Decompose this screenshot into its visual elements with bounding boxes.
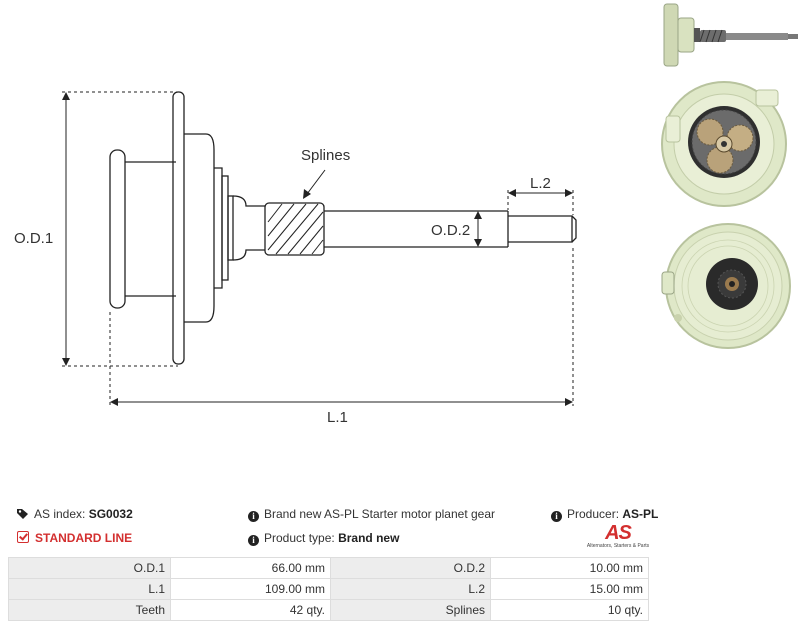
l1-label: L.1	[327, 409, 348, 426]
spec-key: Teeth	[8, 599, 171, 621]
od2-label: O.D.2	[431, 222, 470, 239]
gear-face-image	[661, 81, 787, 207]
spec-key: L.1	[8, 578, 171, 600]
table-row: Teeth 42 qty. Splines 10 qty.	[8, 599, 649, 621]
as-index-row: AS index: SG0032	[17, 507, 133, 521]
spec-value: 10.00 mm	[490, 557, 649, 579]
check-icon	[17, 531, 29, 543]
spec-key: Splines	[330, 599, 491, 621]
spec-value: 42 qty.	[170, 599, 331, 621]
product-type-row: i Product type: Brand new	[248, 531, 399, 546]
rear-face-image	[661, 223, 791, 349]
info-icon: i	[551, 511, 562, 522]
rear-face-photo[interactable]	[658, 218, 800, 354]
gear-face-photo[interactable]	[658, 76, 800, 216]
as-pl-logo: AS Alternators, Starters & Parts	[586, 523, 650, 553]
product-type-value: Brand new	[338, 531, 400, 545]
spec-value: 10 qty.	[490, 599, 649, 621]
spec-key: L.2	[330, 578, 491, 600]
as-index-value: SG0032	[88, 507, 133, 521]
standard-line-row: STANDARD LINE	[17, 531, 132, 545]
product-description: Brand new AS-PL Starter motor planet gea…	[264, 507, 496, 521]
tag-icon	[17, 509, 28, 519]
spline-hatching	[267, 203, 324, 255]
producer-row: i Producer: AS-PL	[551, 507, 658, 522]
spec-value: 109.00 mm	[170, 578, 331, 600]
technical-drawing: O.D.1 O.D.2 L.1 L.2 Splines	[14, 91, 577, 426]
side-view-image	[663, 3, 798, 67]
product-type-label: Product type:	[264, 531, 335, 545]
producer-label: Producer:	[567, 507, 620, 521]
splines-label: Splines	[301, 147, 350, 164]
spec-value: 15.00 mm	[490, 578, 649, 600]
l2-label: L.2	[530, 175, 551, 192]
info-icon: i	[248, 511, 259, 522]
dimension-arrows	[62, 92, 573, 406]
dimension-lines	[62, 91, 574, 406]
spec-key: O.D.2	[330, 557, 491, 579]
producer-value: AS-PL	[622, 507, 659, 521]
od1-label: O.D.1	[14, 230, 53, 247]
part-outline	[109, 91, 577, 365]
spec-value: 66.00 mm	[170, 557, 331, 579]
logo-mark: AS	[605, 522, 632, 544]
side-view-photo[interactable]	[658, 0, 800, 72]
as-index-label: AS index:	[34, 507, 86, 521]
info-icon: i	[248, 535, 259, 546]
table-row: O.D.1 66.00 mm O.D.2 10.00 mm	[8, 557, 649, 579]
spec-key: O.D.1	[8, 557, 171, 579]
standard-line-label: STANDARD LINE	[35, 531, 133, 545]
description-row: i Brand new AS-PL Starter motor planet ge…	[248, 507, 495, 522]
specs-table: O.D.1 66.00 mm O.D.2 10.00 mm L.1 109.00…	[8, 557, 649, 621]
logo-tagline: Alternators, Starters & Parts	[586, 543, 650, 549]
table-row: L.1 109.00 mm L.2 15.00 mm	[8, 578, 649, 600]
